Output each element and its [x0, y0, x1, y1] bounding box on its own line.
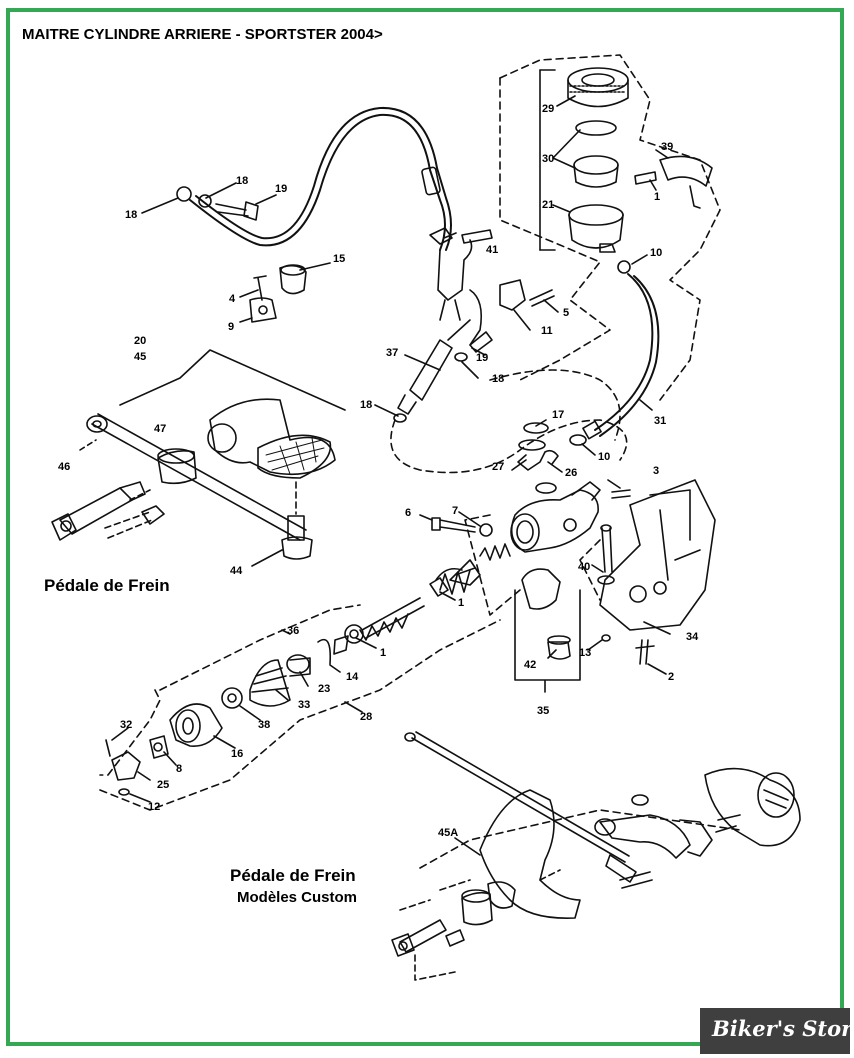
callout-17: 17: [552, 409, 564, 421]
callout-12: 12: [148, 801, 160, 813]
callout-10-mid: 10: [598, 451, 610, 463]
callout-32: 32: [120, 719, 132, 731]
callout-19-b: 19: [476, 352, 488, 364]
clevis: [111, 751, 141, 781]
callout-13: 13: [579, 647, 591, 659]
callout-46: 46: [58, 461, 70, 473]
reservoir-cap: [567, 67, 629, 93]
callout-35: 35: [537, 705, 549, 717]
piston-spring: [439, 569, 471, 595]
mount-clamp: [659, 155, 713, 187]
reservoir-body: [568, 204, 624, 226]
p-clip: [249, 297, 277, 323]
pedal-bushing: [157, 450, 197, 485]
callout-10-top: 10: [650, 247, 662, 259]
callout-47: 47: [154, 423, 166, 435]
callout-36: 36: [287, 625, 299, 637]
callout-27: 27: [492, 461, 504, 473]
callout-45A: 45A: [438, 827, 458, 839]
pedal-bracket: [599, 479, 716, 631]
reservoir-group-outline: [499, 54, 721, 401]
callout-39: 39: [661, 141, 673, 153]
callout-18-b: 18: [125, 209, 137, 221]
reservoir-hose: [594, 273, 654, 431]
callout-40: 40: [578, 561, 590, 573]
callout-41: 41: [486, 244, 498, 256]
callout-29: 29: [542, 103, 554, 115]
hose-clip: [617, 260, 631, 274]
callout-1-low: 1: [380, 647, 386, 659]
pushrod-clevis: [521, 568, 561, 610]
callout-30: 30: [542, 153, 554, 165]
callout-9: 9: [228, 321, 234, 333]
callout-34: 34: [686, 631, 699, 643]
callout-23: 23: [318, 683, 330, 695]
seal-washer-38: [221, 687, 243, 709]
callout-38: 38: [258, 719, 270, 731]
banjo-fitting: [176, 186, 192, 202]
callout-2: 2: [668, 671, 674, 683]
callout-4: 4: [229, 293, 236, 305]
pushrod: [359, 613, 409, 641]
pedal-bolt: [287, 515, 305, 541]
callout-42: 42: [524, 659, 536, 671]
callout-6: 6: [405, 507, 411, 519]
callout-1-top: 1: [654, 191, 660, 203]
pedal-pad: [257, 434, 332, 479]
pivot-housing: [169, 703, 223, 747]
callout-18-d: 18: [360, 399, 372, 411]
watermark-background: [700, 1008, 850, 1054]
callout-18-a: 18: [236, 175, 248, 187]
bracket-bolt: [639, 639, 649, 665]
diagram-border: [6, 8, 844, 1046]
pedal-shaft: [91, 413, 307, 541]
diaphragm-plate: [575, 120, 617, 136]
mount-bolt: [439, 519, 476, 533]
pedal-arm: [209, 398, 336, 476]
diagram-title: MAITRE CYLINDRE ARRIERE - SPORTSTER 2004…: [22, 26, 383, 43]
callout-21: 21: [542, 199, 554, 211]
return-spring: [479, 543, 511, 561]
section-label-brake-pedal-custom: Pédale de Frein: [230, 866, 356, 885]
seal-washer: [523, 422, 549, 434]
callout-5: 5: [563, 307, 569, 319]
pivot-pin: [601, 527, 613, 573]
callout-31: 31: [654, 415, 666, 427]
callout-26: 26: [565, 467, 577, 479]
callout-19-a: 19: [275, 183, 287, 195]
callout-11: 11: [541, 325, 553, 337]
custom-footpeg: [704, 767, 801, 847]
callout-14: 14: [346, 671, 359, 683]
callout-8: 8: [176, 763, 182, 775]
custom-shift-rod: [411, 731, 630, 863]
section-label-custom-models: Modèles Custom: [237, 889, 358, 906]
hose-clamp: [499, 279, 526, 311]
callout-45: 45: [134, 351, 146, 363]
callout-7: 7: [452, 505, 458, 517]
callout-37: 37: [386, 347, 398, 359]
custom-pedal-arm: [479, 789, 581, 919]
dust-boot: [249, 659, 291, 707]
callout-15: 15: [333, 253, 345, 265]
pressure-switch: [409, 339, 453, 401]
master-cylinder: [510, 489, 599, 553]
callout-33: 33: [298, 699, 310, 711]
callout-16: 16: [231, 748, 243, 760]
callout-18-c: 18: [492, 373, 504, 385]
callout-44: 44: [230, 565, 243, 577]
brake-line: [189, 113, 446, 251]
callout-labels: 29 30 39 21 1 10 18 18 19 15 41 4 9 5 11…: [58, 103, 699, 839]
callout-28: 28: [360, 711, 372, 723]
section-label-brake-pedal: Pédale de Frein: [44, 576, 170, 595]
callout-3: 3: [653, 465, 659, 477]
callout-1-mid: 1: [458, 597, 464, 609]
callout-20: 20: [134, 335, 146, 347]
brake-switch: [437, 239, 473, 301]
watermark-logo: Biker's Store: [712, 1016, 854, 1041]
callout-25: 25: [157, 779, 169, 791]
